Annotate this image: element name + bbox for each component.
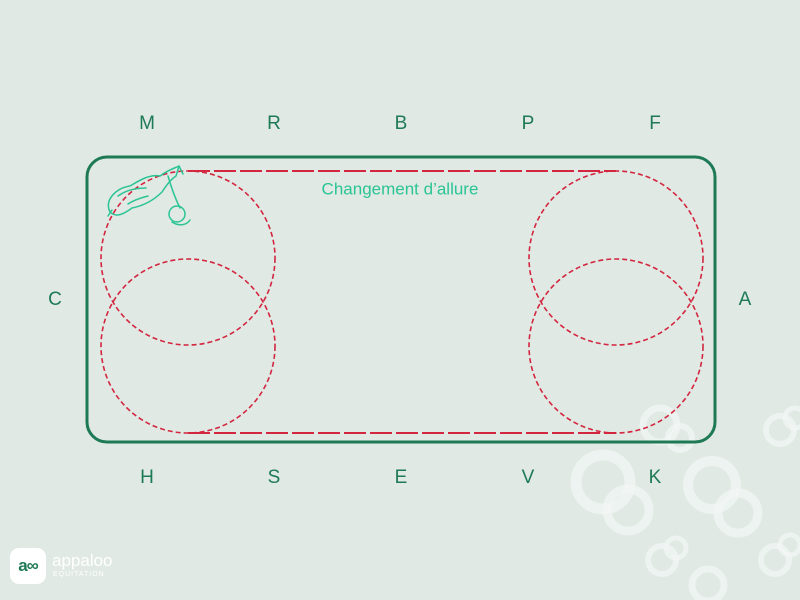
route-path [100, 170, 704, 434]
circle-left-top [100, 170, 276, 346]
letter-r: R [267, 113, 281, 134]
arena-letters-bottom: H S E V K [140, 467, 662, 488]
circle-right-bottom [528, 258, 704, 434]
letter-p: P [522, 113, 535, 134]
straight-lines [188, 170, 616, 434]
letter-f: F [649, 113, 661, 134]
circle-left-bottom [100, 258, 276, 434]
letter-c: C [48, 289, 62, 310]
figure-caption: Changement d’allure [322, 179, 479, 198]
letter-k: K [649, 467, 662, 488]
letter-b: B [395, 113, 408, 134]
brand-logo-icon: a∞ [10, 548, 46, 584]
horse-rider-icon [107, 165, 191, 226]
letter-a: A [739, 289, 752, 310]
letter-m: M [139, 113, 155, 134]
letter-v: V [522, 467, 535, 488]
letter-s: S [268, 467, 281, 488]
brand-tagline: EQUITATION [53, 571, 105, 578]
letter-h: H [140, 467, 154, 488]
logo-mark: a∞ [18, 556, 39, 575]
arena-outline [85, 155, 717, 444]
letter-e: E [395, 467, 408, 488]
decorative-rings [570, 404, 800, 600]
brand-name: appaloo [52, 551, 113, 570]
arena-letters-top: M R B P F [139, 113, 661, 134]
circle-right-top [528, 170, 704, 346]
